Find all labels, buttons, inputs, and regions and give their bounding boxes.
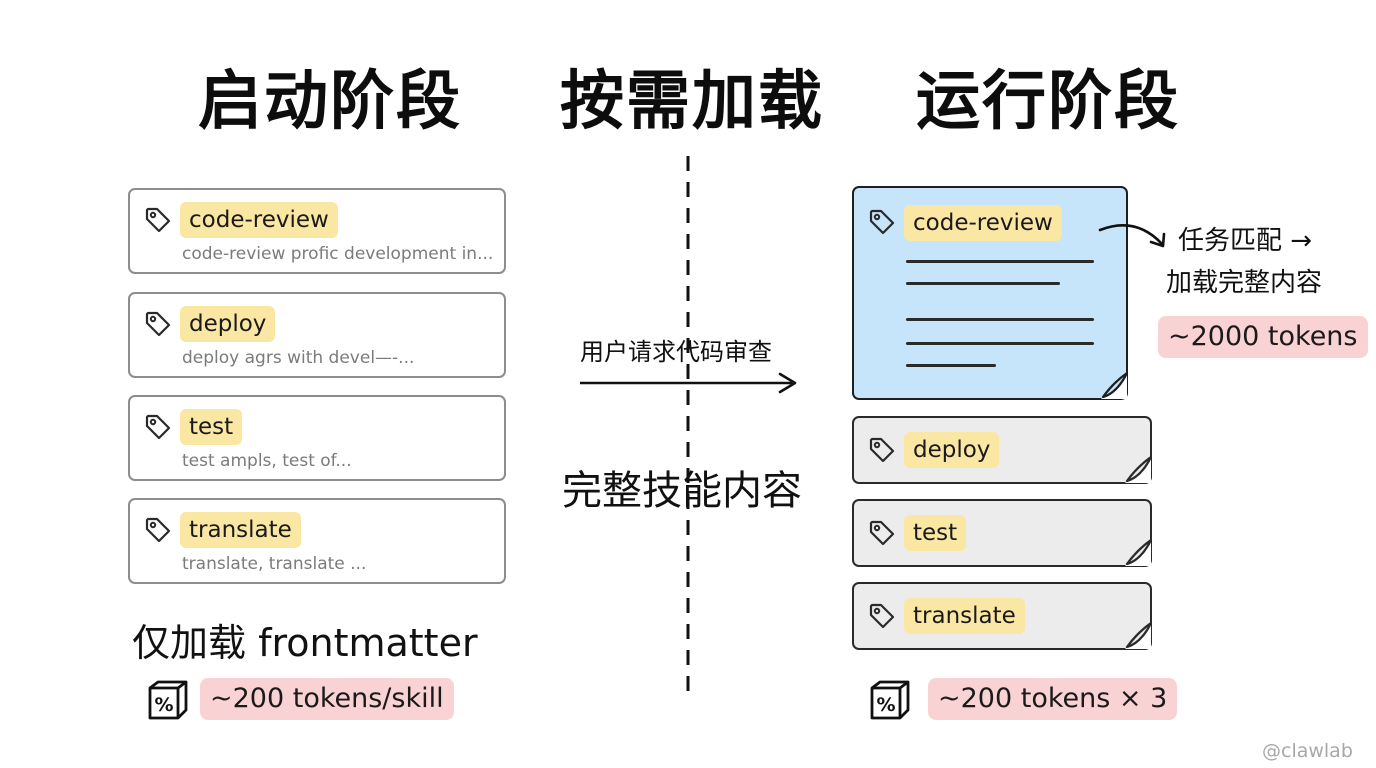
svg-text:%: % bbox=[154, 694, 173, 716]
full-skill-content-label: 完整技能内容 bbox=[562, 468, 802, 514]
loaded-skill-card-translate: translate bbox=[852, 582, 1153, 650]
skill-card-translate: translate translate, translate ... bbox=[128, 498, 506, 584]
skill-tag: translate bbox=[180, 512, 301, 548]
loaded-skill-card-deploy: deploy bbox=[852, 416, 1153, 484]
tag-icon bbox=[145, 207, 171, 233]
page-curl-icon bbox=[1125, 456, 1153, 483]
tag-icon bbox=[145, 414, 171, 440]
skill-card-deploy: deploy deploy agrs with devel—-... bbox=[128, 292, 506, 378]
percent-box-icon: % bbox=[870, 680, 910, 720]
tag-icon bbox=[145, 311, 171, 337]
skill-description: deploy agrs with devel—-... bbox=[182, 348, 415, 368]
tag-icon bbox=[869, 520, 895, 546]
skill-tag: code-review bbox=[180, 202, 338, 238]
content-line bbox=[906, 364, 996, 367]
full-tokens-badge: ~2000 tokens bbox=[1158, 316, 1368, 358]
skill-description: code-review profic development in... bbox=[182, 244, 494, 264]
tokens-times-three-badge: ~200 tokens × 3 bbox=[928, 678, 1178, 720]
skill-tag: code-review bbox=[904, 205, 1062, 241]
tag-icon bbox=[869, 603, 895, 629]
svg-text:%: % bbox=[876, 694, 895, 716]
frontmatter-caption: 仅加载 frontmatter bbox=[132, 621, 478, 665]
skill-tag: test bbox=[904, 515, 967, 551]
content-line bbox=[906, 342, 1094, 345]
runtime-phase-title: 运行阶段 bbox=[916, 65, 1180, 139]
tokens-per-skill-badge: ~200 tokens/skill bbox=[200, 678, 454, 720]
content-line bbox=[906, 318, 1094, 321]
tag-icon bbox=[869, 437, 895, 463]
page-curl-icon bbox=[1125, 539, 1153, 566]
skill-tag: translate bbox=[904, 598, 1025, 634]
skill-card-test: test test ampls, test of... bbox=[128, 395, 506, 481]
task-match-note: 任务匹配 → bbox=[1178, 226, 1313, 256]
load-full-content-note: 加载完整内容 bbox=[1166, 268, 1323, 298]
active-skill-card-code-review: code-review bbox=[852, 186, 1129, 400]
tag-icon bbox=[145, 517, 171, 543]
curved-arrow-icon bbox=[1098, 224, 1166, 248]
skill-tag: deploy bbox=[904, 432, 1000, 468]
skill-description: translate, translate ... bbox=[182, 554, 367, 574]
skill-tag: deploy bbox=[180, 306, 276, 342]
user-request-label: 用户请求代码审查 bbox=[580, 338, 772, 366]
percent-box-icon: % bbox=[148, 680, 188, 720]
watermark: @clawlab bbox=[1262, 740, 1353, 762]
skill-card-code-review: code-review code-review profic developme… bbox=[128, 188, 506, 274]
on-demand-title: 按需加载 bbox=[560, 65, 824, 139]
content-line bbox=[906, 282, 1060, 285]
arrow-right-icon bbox=[580, 372, 797, 394]
page-curl-icon bbox=[1101, 372, 1129, 399]
skill-tag: test bbox=[180, 409, 243, 445]
tag-icon bbox=[869, 209, 895, 235]
skill-description: test ampls, test of... bbox=[182, 451, 352, 471]
page-curl-icon bbox=[1125, 622, 1153, 649]
startup-phase-title: 启动阶段 bbox=[198, 65, 462, 139]
content-line bbox=[906, 260, 1094, 263]
loaded-skill-card-test: test bbox=[852, 499, 1153, 567]
dashed-divider bbox=[686, 156, 690, 692]
